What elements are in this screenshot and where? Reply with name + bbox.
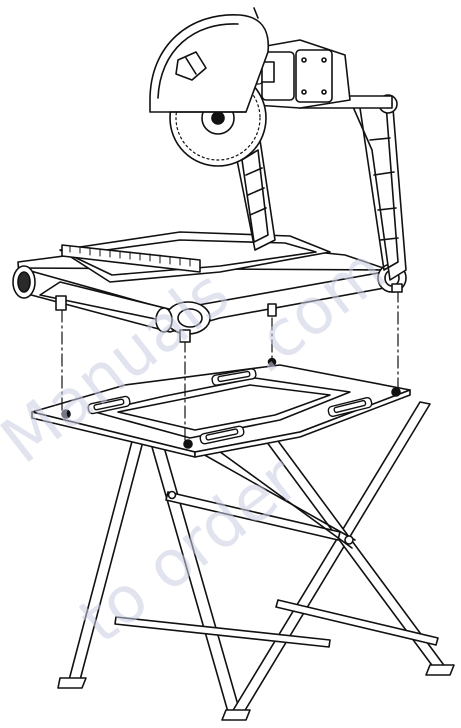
base-roller-front xyxy=(155,301,211,335)
foot-left xyxy=(57,677,87,689)
alignment-lines xyxy=(61,289,399,441)
corner-pad xyxy=(87,368,373,445)
blade-guard xyxy=(149,14,270,113)
foot-right xyxy=(425,664,455,676)
stand-legs xyxy=(57,394,455,721)
blade-assembly xyxy=(149,7,270,167)
foot-center xyxy=(221,709,251,721)
rip-fence xyxy=(61,244,201,273)
base-roller-left xyxy=(12,265,36,299)
stand-table-top xyxy=(31,357,411,458)
saw-base xyxy=(12,231,407,343)
